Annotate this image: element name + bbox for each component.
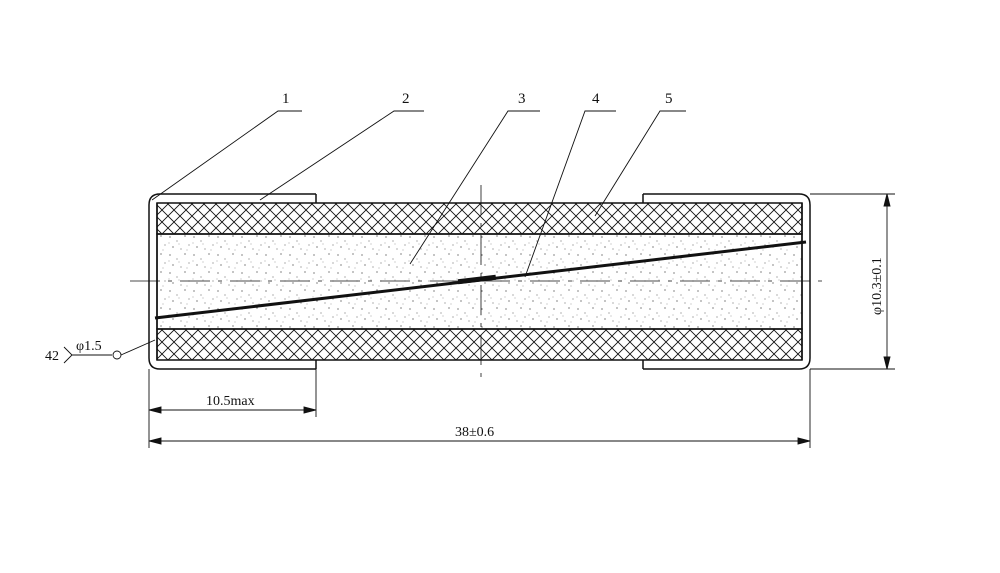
cap-length-dimension	[148, 369, 317, 417]
total-length-label: 38±0.6	[455, 425, 494, 440]
quartz-sand-filler	[156, 233, 803, 330]
callout-2: 2	[402, 91, 410, 107]
wire-callout	[63, 339, 156, 364]
callout-1: 1	[282, 91, 290, 107]
total-length-dimension	[148, 369, 811, 448]
cap-length-label: 10.5max	[206, 394, 255, 409]
diameter-label: φ10.3±0.1	[870, 257, 885, 315]
ceramic-tube-bottom	[156, 328, 803, 361]
wire-diameter-label: φ1.5	[76, 339, 102, 354]
wire-prefix-label: 42	[45, 349, 59, 364]
diameter-dimension	[810, 193, 895, 370]
right-end-cap	[643, 193, 811, 370]
left-end-cap	[148, 193, 316, 370]
callout-3: 3	[518, 91, 526, 107]
ceramic-tube-top	[156, 202, 803, 235]
callout-5: 5	[665, 91, 673, 107]
callout-leaders	[151, 110, 686, 278]
callout-4: 4	[592, 91, 600, 107]
fuse-solder-point	[457, 274, 497, 285]
